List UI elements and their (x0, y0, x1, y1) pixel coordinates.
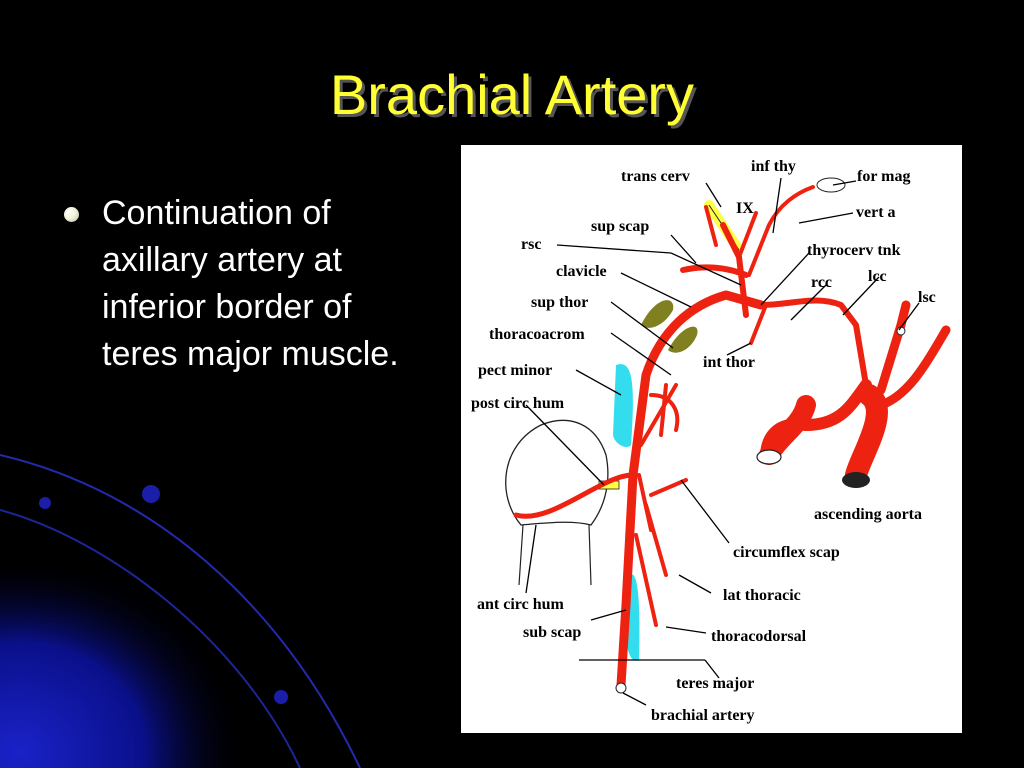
slide-title: Brachial Artery (329, 63, 695, 126)
label-thoracodorsal: thoracodorsal (711, 628, 807, 645)
diagram-labels: trans cerv inf thy for mag IX vert a sup… (471, 158, 936, 724)
artery-network (513, 185, 951, 690)
bullet-list: Continuation of axillary artery at infer… (60, 190, 420, 378)
label-for-mag: for mag (857, 168, 910, 185)
label-post-circ-hum: post circ hum (471, 395, 565, 412)
label-teres-major: teres major (676, 675, 754, 692)
label-ix: IX (736, 200, 754, 217)
bullet-item: Continuation of axillary artery at infer… (60, 190, 420, 378)
label-sup-scap: sup scap (591, 218, 649, 235)
label-trans-cerv: trans cerv (621, 168, 690, 185)
arterial-diagram: trans cerv inf thy for mag IX vert a sup… (471, 158, 951, 724)
label-lat-thoracic: lat thoracic (723, 587, 801, 604)
pect-minor-shape (668, 326, 698, 353)
label-pect-minor: pect minor (478, 362, 552, 379)
bullet-text: Continuation of axillary artery at infer… (102, 194, 399, 373)
clavicle-shape (641, 300, 674, 328)
label-ascending-aorta: ascending aorta (814, 506, 922, 523)
anatomy-figure: trans cerv inf thy for mag IX vert a sup… (461, 145, 962, 733)
for-mag-opening (816, 177, 846, 193)
bullet-dot-icon (64, 207, 79, 222)
label-sup-thor: sup thor (531, 294, 588, 311)
label-rcc: rcc (811, 274, 832, 291)
aortic-arch-opening (756, 449, 782, 465)
label-brachial-artery: brachial artery (651, 707, 755, 724)
leader-lines (525, 177, 920, 706)
label-lcc: lcc (868, 268, 887, 285)
label-int-thor: int thor (703, 354, 755, 371)
label-thoracoacrom: thoracoacrom (489, 326, 585, 343)
label-rsc: rsc (521, 236, 541, 253)
humerus-head (505, 419, 609, 526)
label-clavicle: clavicle (556, 263, 607, 280)
label-circumflex-scap: circumflex scap (733, 544, 840, 561)
brachial-opening (615, 682, 627, 694)
label-lsc: lsc (918, 289, 936, 306)
label-vert-a: vert a (856, 204, 896, 221)
label-sub-scap: sub scap (523, 624, 581, 641)
humerus-shaft (518, 524, 592, 586)
pect-minor-cyan (613, 364, 633, 447)
ascending-aorta-opening (842, 472, 870, 488)
label-ant-circ-hum: ant circ hum (477, 596, 564, 613)
label-thyrocerv-tnk: thyrocerv tnk (807, 242, 901, 259)
label-inf-thy: inf thy (751, 158, 796, 175)
